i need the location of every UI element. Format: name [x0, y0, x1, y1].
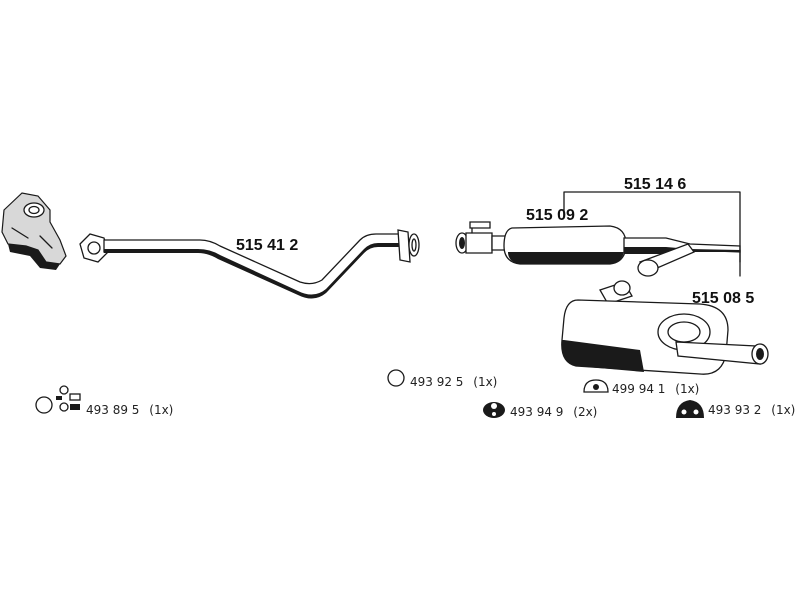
kit-5-qty: (1x) — [771, 403, 795, 417]
mounting-rubber-icon — [676, 400, 704, 418]
assembly-bracket — [563, 191, 741, 277]
front-pipe-label: 515 41 2 — [236, 237, 298, 254]
kit-2-qty: (1x) — [473, 375, 497, 389]
middle-silencer-label: 515 09 2 — [526, 207, 588, 224]
front-pipe-part[interactable] — [79, 229, 420, 299]
rear-silencer-part[interactable] — [561, 243, 769, 375]
hardware-kit-2[interactable]: 493 92 5 (1x) — [387, 369, 497, 389]
nut-icon — [59, 402, 69, 412]
hardware-kit-5[interactable]: 493 93 2 (1x) — [676, 400, 795, 418]
washer-icon — [59, 385, 69, 395]
manifold-part[interactable] — [1, 192, 67, 270]
kit-1-qty: (1x) — [149, 403, 173, 417]
kit-4-number: 499 94 1 — [612, 382, 665, 396]
kit-3-qty: (2x) — [573, 405, 597, 419]
svg-text:499 94 1 (1x): 499 94 1 (1x) — [612, 382, 699, 396]
hardware-kit-4[interactable]: 499 94 1 (1x) — [583, 379, 699, 396]
kit-4-qty: (1x) — [675, 382, 699, 396]
ring-icon — [35, 396, 53, 414]
bolt-icon — [56, 396, 62, 400]
rear-silencer-label: 515 08 5 — [692, 290, 754, 307]
assembly-label: 515 14 6 — [624, 176, 686, 193]
kit-5-number: 493 93 2 — [708, 403, 761, 417]
hardware-kit-3[interactable]: 493 94 9 (2x) — [483, 402, 597, 419]
clamp-icon — [70, 404, 80, 410]
rubber-mount-icon — [483, 402, 505, 418]
svg-text:493 89 5 (1x): 493 89 5 (1x) — [86, 403, 173, 417]
gasket-ring-icon — [387, 369, 405, 387]
kit-1-number: 493 89 5 — [86, 403, 139, 417]
hanger-icon — [583, 379, 609, 393]
middle-silencer-part[interactable] — [455, 221, 741, 265]
hardware-kit-1[interactable]: 493 89 5 (1x) — [35, 385, 173, 417]
svg-text:493 94 9 (2x): 493 94 9 (2x) — [510, 405, 597, 419]
clamp-icon — [69, 393, 81, 401]
svg-text:493 92 5 (1x): 493 92 5 (1x) — [410, 375, 497, 389]
kit-3-number: 493 94 9 — [510, 405, 563, 419]
svg-text:493 93 2 (1x): 493 93 2 (1x) — [708, 403, 795, 417]
kit-2-number: 493 92 5 — [410, 375, 463, 389]
